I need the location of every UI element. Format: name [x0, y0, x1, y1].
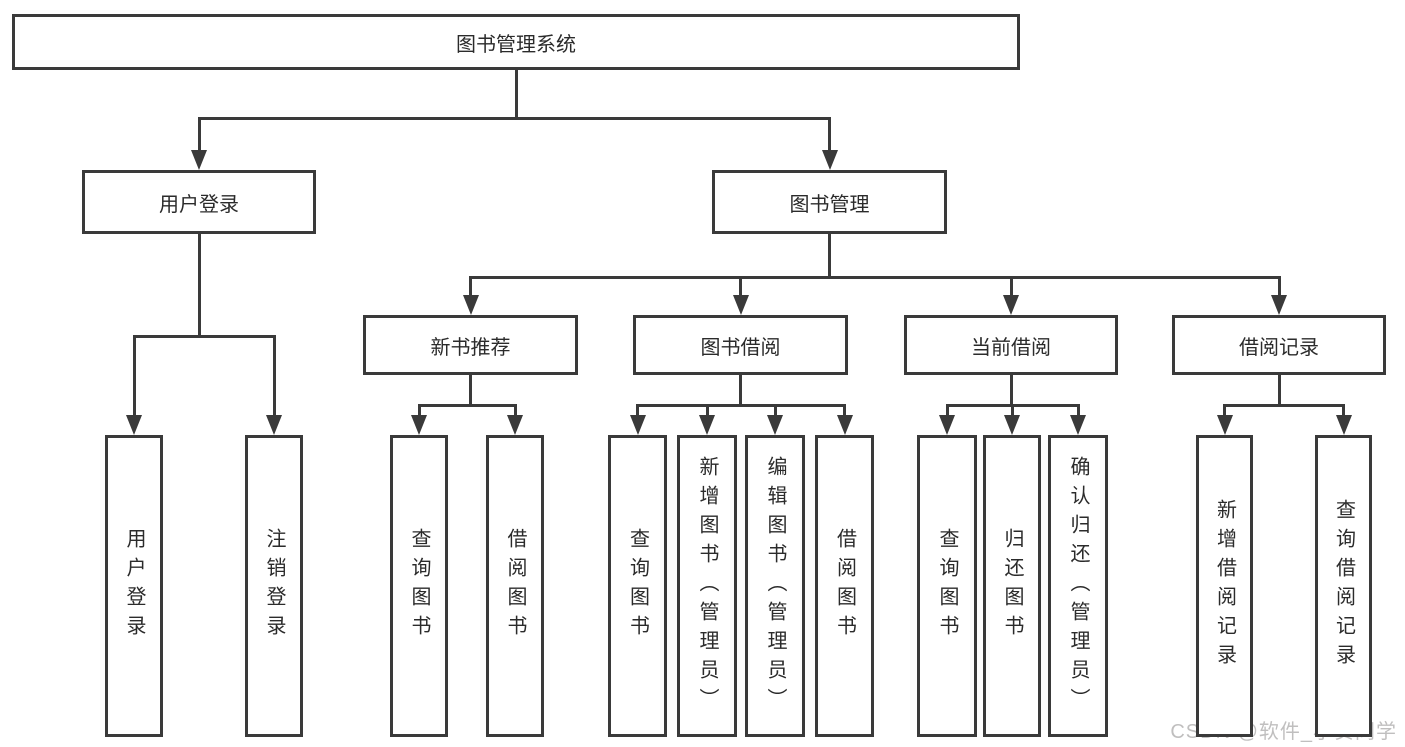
node-bb-edit-books: 编辑图书（管理员） — [745, 435, 805, 737]
arrow-down-icon — [939, 415, 955, 435]
arrow-down-icon — [699, 415, 715, 435]
node-label: 图书管理系统 — [456, 33, 576, 56]
edge-drop — [513, 405, 517, 417]
edge-drop — [843, 405, 846, 417]
edge-stem — [739, 375, 742, 405]
node-label: 借阅记录 — [1239, 336, 1319, 359]
node-label: 查询图书 — [626, 528, 649, 644]
edge-drop — [739, 277, 742, 297]
node-borrow-records: 借阅记录 — [1172, 315, 1386, 375]
edge-drop — [469, 277, 472, 297]
edge-drop — [945, 405, 949, 417]
arrow-down-icon — [507, 415, 523, 435]
node-label: 注销登录 — [263, 528, 285, 644]
arrow-down-icon — [191, 150, 207, 170]
edge-drop — [1076, 405, 1080, 417]
edge-bus — [132, 334, 276, 338]
arrow-down-icon — [1335, 415, 1352, 435]
node-label: 图书管理 — [789, 193, 870, 216]
edge-bus — [1223, 403, 1345, 407]
edge-drop — [1342, 405, 1345, 417]
node-label: 当前借阅 — [971, 336, 1051, 359]
edge-drop — [1223, 405, 1226, 417]
arrow-down-icon — [1003, 295, 1019, 315]
edge-drop — [705, 405, 709, 417]
edge-drop — [197, 118, 201, 152]
node-label: 用户登录 — [159, 193, 239, 216]
arrow-down-icon — [767, 415, 783, 435]
node-label: 编辑图书（管理员） — [764, 455, 786, 717]
arrow-down-icon — [1004, 415, 1020, 435]
edge-stem — [1277, 375, 1281, 405]
edge-drop — [132, 336, 136, 417]
node-book-borrow: 图书借阅 — [633, 315, 848, 375]
node-label: 查询图书 — [408, 528, 430, 644]
arrow-down-icon — [732, 295, 749, 315]
edge-drop — [417, 405, 421, 417]
node-rec-query-books: 查询图书 — [390, 435, 448, 737]
node-label: 查询图书 — [936, 528, 958, 644]
arrow-down-icon — [126, 415, 142, 435]
arrow-down-icon — [1070, 415, 1086, 435]
node-logout-action: 注销登录 — [245, 435, 303, 737]
edge-bus — [417, 403, 517, 407]
edge-drop — [828, 118, 831, 152]
edge-drop — [272, 336, 276, 417]
edge-bus — [636, 403, 846, 407]
node-bb-query-books: 查询图书 — [608, 435, 667, 737]
edge-bus — [197, 116, 831, 120]
arrow-down-icon — [1216, 415, 1233, 435]
arrow-down-icon — [821, 150, 838, 170]
edge-drop — [1010, 405, 1014, 417]
node-rec-borrow-books: 借阅图书 — [486, 435, 544, 737]
node-label: 新增借阅记录 — [1213, 499, 1236, 673]
node-bb-borrow-books: 借阅图书 — [815, 435, 874, 737]
node-label: 用户登录 — [123, 528, 145, 644]
node-br-query-record: 查询借阅记录 — [1315, 435, 1372, 737]
node-label: 新书推荐 — [430, 336, 511, 359]
node-login-action: 用户登录 — [105, 435, 163, 737]
node-label: 确认归还（管理员） — [1067, 455, 1089, 717]
edge-stem — [1009, 375, 1013, 405]
node-label: 图书借阅 — [700, 336, 781, 359]
arrow-down-icon — [836, 415, 853, 435]
arrow-down-icon — [1271, 295, 1287, 315]
edge-drop — [636, 405, 639, 417]
node-br-add-record: 新增借阅记录 — [1196, 435, 1253, 737]
node-current-borrow: 当前借阅 — [904, 315, 1118, 375]
arrow-down-icon — [462, 295, 479, 315]
node-label: 归还图书 — [1001, 528, 1023, 644]
node-root: 图书管理系统 — [12, 14, 1020, 70]
node-label: 查询借阅记录 — [1332, 499, 1355, 673]
node-bb-add-books: 新增图书（管理员） — [677, 435, 737, 737]
edge-stem — [469, 375, 472, 405]
edge-stem — [828, 234, 831, 277]
edge-drop — [773, 405, 777, 417]
edge-bus — [469, 275, 1281, 279]
arrow-down-icon — [266, 415, 282, 435]
node-new-book-rec: 新书推荐 — [363, 315, 578, 375]
node-cb-query-books: 查询图书 — [917, 435, 977, 737]
edge-drop — [1009, 277, 1013, 297]
node-label: 借阅图书 — [833, 528, 856, 644]
arrow-down-icon — [629, 415, 646, 435]
node-user-login: 用户登录 — [82, 170, 316, 234]
edge-stem — [514, 70, 518, 118]
node-cb-confirm-return: 确认归还（管理员） — [1048, 435, 1108, 737]
edge-stem — [197, 234, 201, 336]
node-label: 新增图书（管理员） — [696, 455, 718, 717]
arrow-down-icon — [411, 415, 427, 435]
edge-drop — [1277, 277, 1281, 297]
node-cb-return-books: 归还图书 — [983, 435, 1041, 737]
node-book-mgmt: 图书管理 — [712, 170, 947, 234]
node-label: 借阅图书 — [504, 528, 526, 644]
